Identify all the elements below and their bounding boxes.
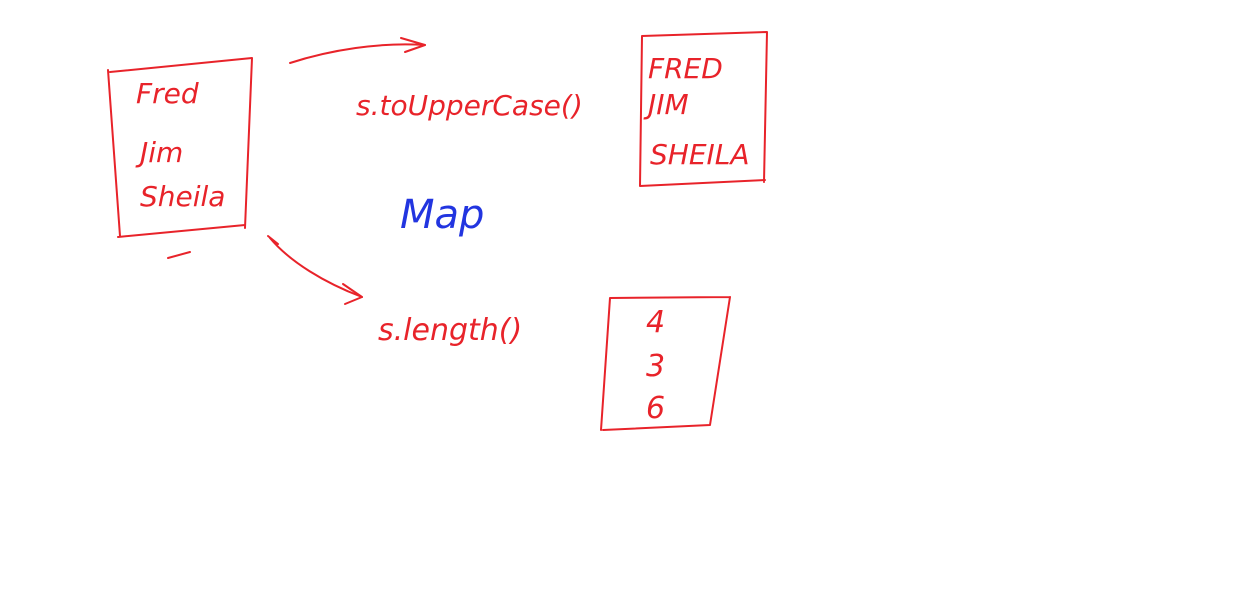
lower-operation-label: s.length() bbox=[378, 313, 522, 348]
input-item-jim: Jim bbox=[135, 136, 183, 169]
lower-result-box: 4 3 6 bbox=[600, 296, 731, 431]
input-list-box: Fred Jim Sheila bbox=[107, 57, 253, 259]
lower-result-3: 3 bbox=[646, 349, 665, 384]
upper-arrow bbox=[289, 37, 426, 64]
upper-operation-label: s.toUpperCase() bbox=[356, 89, 583, 122]
upper-result-sheila: SHEILA bbox=[650, 138, 750, 171]
upper-result-jim: JIM bbox=[643, 88, 689, 121]
upper-result-box: FRED JIM SHEILA bbox=[639, 31, 768, 187]
lower-result-6: 6 bbox=[646, 391, 665, 426]
input-item-sheila: Sheila bbox=[140, 180, 225, 213]
map-label: Map bbox=[400, 192, 484, 238]
lower-arrow bbox=[267, 235, 363, 305]
lower-result-4: 4 bbox=[646, 305, 665, 340]
upper-result-fred: FRED bbox=[648, 52, 723, 85]
input-item-fred: Fred bbox=[136, 77, 199, 110]
